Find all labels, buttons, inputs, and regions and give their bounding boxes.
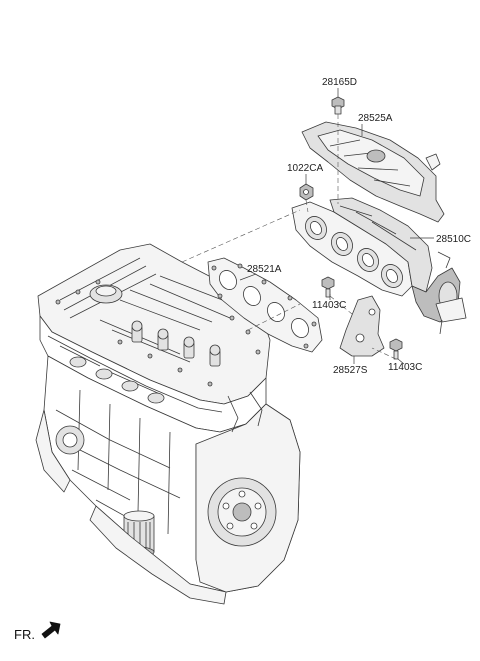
exhaust-manifold [291, 197, 467, 335]
manifold-stay [339, 295, 385, 357]
heat-shield-tab [425, 153, 441, 171]
heat-protector [301, 121, 445, 223]
oil-pan [89, 505, 227, 605]
head-ports [69, 356, 165, 404]
front-direction-arrow [41, 621, 61, 639]
bolt-11403C-upper [321, 276, 335, 298]
label-1022CA: 1022CA [287, 163, 324, 174]
nut-1022CA [299, 183, 314, 201]
nut-28165D [331, 96, 345, 115]
label-11403C-lower: 11403C [388, 362, 423, 373]
ignition-coils [131, 320, 221, 367]
leader-lines [239, 88, 434, 365]
label-11403C-upper: 11403C [312, 300, 347, 311]
label-28521A: 28521A [247, 264, 282, 275]
exhaust-manifold-gasket [207, 257, 323, 353]
label-28510C: 28510C [436, 234, 472, 245]
label-28165D: 28165D [322, 77, 358, 88]
label-28525A: 28525A [358, 113, 393, 124]
front-direction-label: FR. [14, 627, 35, 642]
manifold-outlet-flange [435, 297, 467, 323]
alignment-lines [181, 114, 397, 360]
bolt-11403C-lower [389, 338, 403, 360]
block-flange [35, 409, 71, 493]
label-28527S: 28527S [333, 365, 368, 376]
